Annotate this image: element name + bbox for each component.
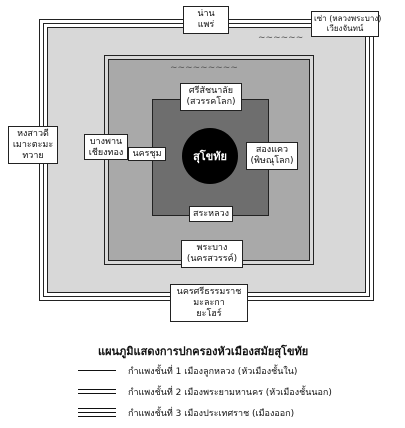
legend-row-wall-3: กำแพงชั้นที่ 3 เมืองประเทศราช (เมืองออก) (78, 406, 398, 419)
label-song-khwae-phitsanulok: สองแคว(พิษณุโลก) (246, 142, 298, 170)
center-label: สุโขทัย (193, 150, 227, 163)
legend-lines-wall-1 (78, 365, 116, 375)
label-sa-luang: สระหลวง (189, 206, 233, 222)
label-si-satchanalai: ศรีสัชนาลัย(สวรรคโลก) (180, 83, 242, 111)
sukhothai-center: สุโขทัย (182, 128, 238, 184)
legend-row-wall-1: กำแพงชั้นที่ 1 เมืองลูกหลวง (หัวเมืองชั้… (78, 364, 398, 377)
legend-row-wall-2: กำแพงชั้นที่ 2 เมืองพระยามหานคร (หัวเมือ… (78, 385, 398, 398)
legend-lines-wall-2 (78, 386, 116, 396)
label-luang-prabang-vientiane: เซ่า (หลวงพระบาง)เวียงจันทน์ (311, 11, 381, 37)
label-hongsawadi-mottama-tavoy: หงสาวดีเมาะตะมะทวาย (8, 126, 58, 164)
legend-text-wall-1: กำแพงชั้นที่ 1 เมืองลูกหลวง (หัวเมืองชั้… (128, 367, 298, 377)
label-phra-bang-nakhon-sawan: พระบาง(นครสวรรค์) (181, 240, 243, 268)
label-nakhon-chum: นครชุม (128, 147, 166, 161)
legend-text-wall-3: กำแพงชั้นที่ 3 เมืองประเทศราช (เมืองออก) (128, 409, 295, 419)
label-nan-phrae: น่านแพร่ (183, 6, 229, 34)
scribble-middle: ~~~~~~~~~ (170, 63, 238, 73)
legend-text-wall-2: กำแพงชั้นที่ 2 เมืองพระยามหานคร (หัวเมือ… (128, 388, 332, 398)
label-nakhon-si-thammarat-malacca-johor: นครศรีธรรมราชมะละกายะโฮร์ (170, 284, 248, 322)
legend-lines-wall-3 (78, 407, 116, 417)
scribble-top: ~~~~~~ (258, 33, 304, 43)
diagram-title: แผนภูมิแสดงการปกครองหัวเมืองสมัยสุโขทัย (98, 345, 309, 358)
label-bang-phan-chiang-thong: บางพานเชียงทอง (84, 134, 128, 160)
